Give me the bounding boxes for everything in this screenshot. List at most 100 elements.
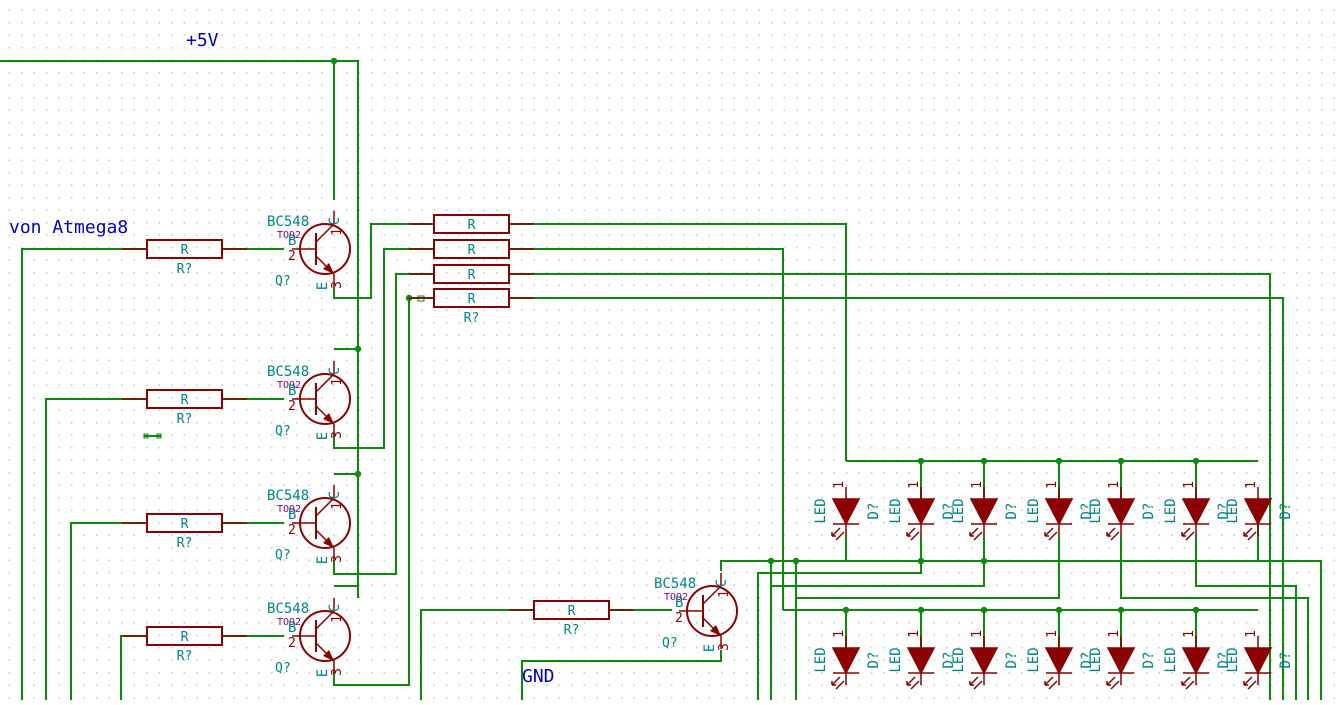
led-reference: D? <box>1216 652 1232 669</box>
junction-dot-14 <box>1055 606 1063 614</box>
led-light-rays <box>906 676 920 690</box>
resistor-reference: R? <box>177 536 193 551</box>
led-pin-number: 1 <box>1182 481 1197 489</box>
led-value: LED <box>813 647 829 672</box>
transistor-reference: Q? <box>275 548 291 563</box>
transistor-package: TO92 <box>277 230 301 241</box>
resistor-value: R <box>568 604 576 619</box>
junction-dot-5 <box>792 557 800 565</box>
led-pin-number: 1 <box>970 481 985 489</box>
resistor-reference: R? <box>564 623 580 638</box>
pin-label-c: C <box>327 217 343 225</box>
transistor-package: TO92 <box>664 592 688 603</box>
pin-number-3: 3 <box>717 643 732 651</box>
led-triangle <box>1106 647 1136 675</box>
pin-number-3: 3 <box>330 431 345 439</box>
transistor-collector-pin <box>315 610 335 630</box>
no-connect-marker <box>143 433 149 439</box>
emitter-arrow <box>710 625 721 636</box>
junction-dot-13 <box>980 606 988 614</box>
transistor-reference: Q? <box>275 424 291 439</box>
junction-dot-0 <box>330 57 338 65</box>
wire-24 <box>521 650 722 700</box>
led-pin-number: 1 <box>1107 630 1122 638</box>
transistor-reference: Q? <box>275 274 291 289</box>
transistor-value: BC548 <box>267 488 309 504</box>
wire-41 <box>1120 536 1309 700</box>
led-light-rays <box>1044 527 1058 541</box>
wire-5 <box>333 223 434 299</box>
pin-number-2: 2 <box>288 523 296 538</box>
led-pin-number: 1 <box>1045 630 1060 638</box>
resistor-r3: RR? <box>122 513 247 551</box>
led-value: LED <box>1163 647 1179 672</box>
led-light-rays <box>1044 676 1058 690</box>
pin-label-b: B <box>288 233 296 249</box>
pin-label-e: E <box>315 432 331 440</box>
wire-21 <box>420 609 534 700</box>
pin-label-e: E <box>315 556 331 564</box>
junction-dot-10 <box>1192 457 1200 465</box>
wire-12 <box>120 635 147 700</box>
wire-42 <box>1195 536 1297 700</box>
led-light-rays <box>1243 676 1257 690</box>
resistor-r4: RR? <box>122 626 247 664</box>
led-triangle <box>1181 647 1211 675</box>
led-pin-number: 1 <box>970 630 985 638</box>
led-reference: D? <box>866 652 882 669</box>
transistor-collector-pin <box>315 373 335 393</box>
resistor-r8: RR? <box>409 288 534 326</box>
net-labels: +5V von Atmega8 GND <box>9 30 555 687</box>
led-reference: D? <box>1141 503 1157 520</box>
led-reference: D? <box>1141 652 1157 669</box>
led-value: LED <box>1088 647 1104 672</box>
resistor-r6: R <box>409 239 534 259</box>
resistor-value: R <box>181 393 189 408</box>
led-value: LED <box>888 647 904 672</box>
emitter-arrow <box>323 537 334 548</box>
wire-11 <box>70 522 147 700</box>
resistor-value: R <box>468 243 476 258</box>
resistor-reference: R? <box>177 262 193 277</box>
transistor-package: TO92 <box>277 380 301 391</box>
pin-label-b: B <box>288 507 296 523</box>
wire-7 <box>333 273 434 575</box>
led-triangle <box>969 498 999 526</box>
net-label-vcc: +5V <box>186 30 219 51</box>
junction-dot-11 <box>842 606 850 614</box>
wire-19 <box>509 273 1271 700</box>
led-pin-number: 1 <box>832 481 847 489</box>
junction-dot-1 <box>354 345 362 353</box>
pin-number-2: 2 <box>675 611 683 626</box>
led-value: LED <box>1163 498 1179 523</box>
net-label-input: von Atmega8 <box>9 217 128 238</box>
resistor-reference: R? <box>177 412 193 427</box>
led-triangle <box>906 647 936 675</box>
resistor-r5: R <box>409 214 534 234</box>
led-light-rays <box>1181 527 1195 541</box>
pin-number-1: 1 <box>717 590 732 598</box>
led-pin-number: 1 <box>907 481 922 489</box>
pin-label-c: C <box>327 491 343 499</box>
wire-38 <box>757 536 922 700</box>
led-triangle <box>831 498 861 526</box>
transistor-collector-pin <box>315 497 335 517</box>
wire-43 <box>1257 536 1322 700</box>
led-d12: LED D? 1 <box>1088 630 1157 690</box>
led-reference: D? <box>1278 652 1294 669</box>
junction-dot-6 <box>917 457 925 465</box>
led-light-rays <box>906 527 920 541</box>
pin-label-e: E <box>315 669 331 677</box>
pin-number-3: 3 <box>330 555 345 563</box>
pin-label-b: B <box>288 383 296 399</box>
